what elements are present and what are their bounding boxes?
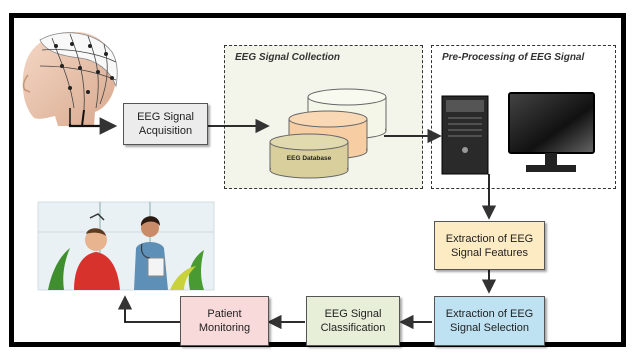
patient-monitoring-box: Patient Monitoring — [180, 296, 269, 346]
eeg-signal-collection-title: EEG Signal Collection — [235, 52, 341, 63]
extraction-selection-box: Extraction of EEG Signal Selection — [434, 296, 545, 346]
eeg-signal-acquisition-label: EEG Signal Acquisition — [137, 111, 194, 137]
eeg-signal-acquisition-box: EEG Signal Acquisition — [123, 103, 208, 145]
eeg-database-icon: EEG Database — [269, 88, 387, 179]
eeg-signal-classification-box: EEG Signal Classification — [306, 296, 400, 346]
monitor-icon — [508, 92, 595, 172]
eeg-database-label: EEG Database — [287, 155, 332, 162]
computer-tower-icon — [441, 95, 489, 175]
doctor-patient-illustration — [37, 201, 215, 291]
preprocessing-title: Pre-Processing of EEG Signal — [442, 52, 585, 63]
extraction-features-label: Extraction of EEG Signal Features — [445, 232, 534, 259]
extraction-selection-label: Extraction of EEG Signal Selection — [445, 308, 534, 334]
extraction-features-box: Extraction of EEG Signal Features — [434, 221, 545, 270]
eeg-signal-classification-label: EEG Signal Classification — [320, 308, 386, 334]
patient-monitoring-label: Patient Monitoring — [198, 308, 251, 334]
eeg-head-icon — [22, 31, 118, 127]
